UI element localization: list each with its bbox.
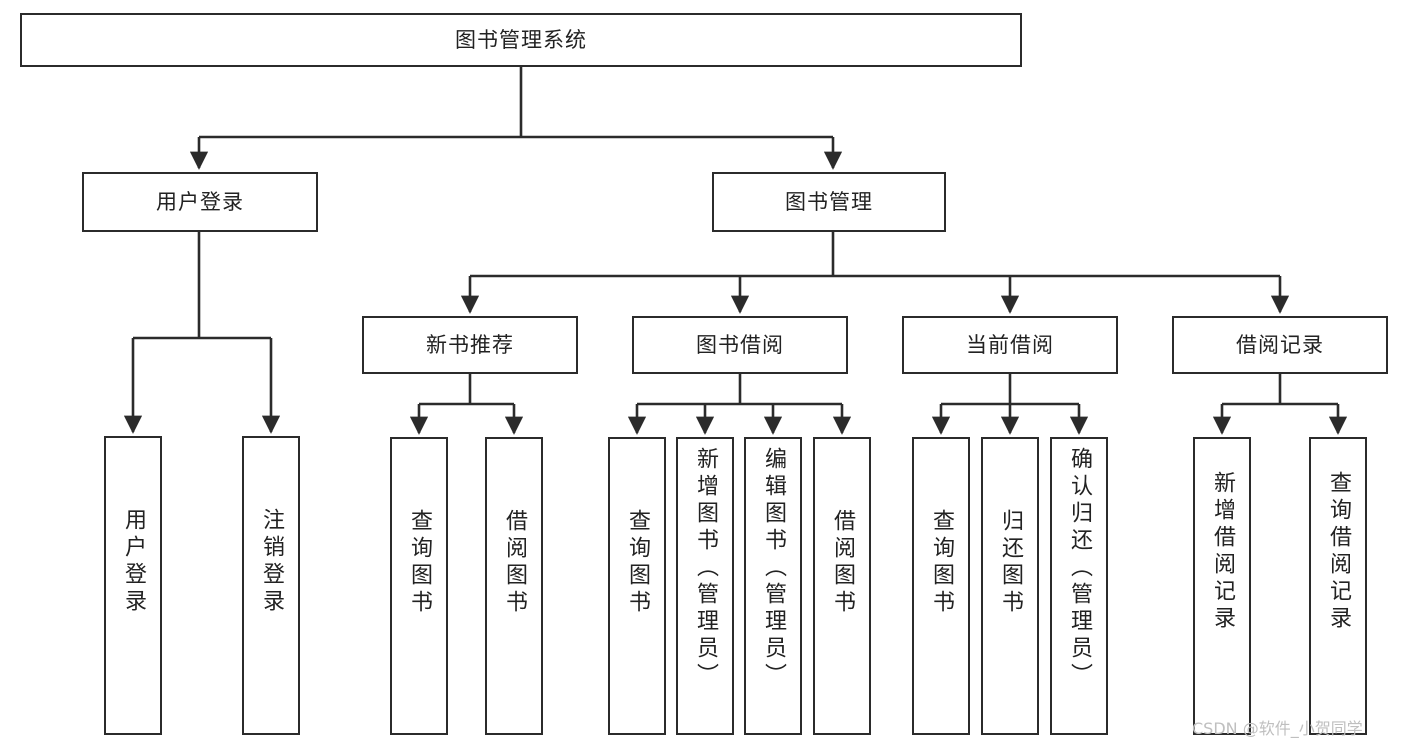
node-leaf-edit-book-label: 编辑图书（管理员）	[760, 447, 786, 690]
node-leaf-add-book-label: 新增图书（管理员）	[692, 447, 718, 690]
node-user-login-label: 用户登录	[156, 189, 244, 214]
node-root-label: 图书管理系统	[455, 27, 587, 52]
node-leaf-user-login-label: 用户登录	[120, 508, 146, 616]
node-leaf-query-book-2[interactable]: 查询图书	[608, 437, 666, 735]
node-borrow-record[interactable]: 借阅记录	[1172, 316, 1388, 374]
node-current-borrow-label: 当前借阅	[966, 332, 1054, 357]
node-root[interactable]: 图书管理系统	[20, 13, 1022, 67]
node-new-book-recommend[interactable]: 新书推荐	[362, 316, 578, 374]
node-leaf-user-login[interactable]: 用户登录	[104, 436, 162, 735]
csdn-watermark: CSDN @软件_小贺同学	[1192, 719, 1363, 738]
node-leaf-borrow-book-1[interactable]: 借阅图书	[485, 437, 543, 735]
node-leaf-confirm-return[interactable]: 确认归还（管理员）	[1050, 437, 1108, 735]
node-leaf-edit-book[interactable]: 编辑图书（管理员）	[744, 437, 802, 735]
node-leaf-add-record-label: 新增借阅记录	[1209, 471, 1235, 633]
node-book-borrow-label: 图书借阅	[696, 332, 784, 357]
node-leaf-borrow-book-2[interactable]: 借阅图书	[813, 437, 871, 735]
node-leaf-query-record[interactable]: 查询借阅记录	[1309, 437, 1367, 735]
node-current-borrow[interactable]: 当前借阅	[902, 316, 1118, 374]
node-leaf-add-record[interactable]: 新增借阅记录	[1193, 437, 1251, 735]
node-leaf-logout[interactable]: 注销登录	[242, 436, 300, 735]
node-leaf-query-book-1[interactable]: 查询图书	[390, 437, 448, 735]
node-book-manage-label: 图书管理	[785, 189, 873, 214]
node-book-borrow[interactable]: 图书借阅	[632, 316, 848, 374]
node-leaf-return-book[interactable]: 归还图书	[981, 437, 1039, 735]
node-leaf-borrow-book-1-label: 借阅图书	[501, 509, 527, 617]
node-book-manage[interactable]: 图书管理	[712, 172, 946, 232]
node-leaf-query-book-3[interactable]: 查询图书	[912, 437, 970, 735]
node-leaf-add-book[interactable]: 新增图书（管理员）	[676, 437, 734, 735]
node-borrow-record-label: 借阅记录	[1236, 332, 1324, 357]
node-leaf-query-book-2-label: 查询图书	[624, 509, 650, 617]
node-leaf-query-book-1-label: 查询图书	[406, 509, 432, 617]
node-leaf-query-book-3-label: 查询图书	[928, 509, 954, 617]
node-leaf-return-book-label: 归还图书	[997, 509, 1023, 617]
node-leaf-borrow-book-2-label: 借阅图书	[829, 509, 855, 617]
node-user-login[interactable]: 用户登录	[82, 172, 318, 232]
node-leaf-query-record-label: 查询借阅记录	[1325, 471, 1351, 633]
node-leaf-logout-label: 注销登录	[258, 508, 284, 616]
node-leaf-confirm-return-label: 确认归还（管理员）	[1066, 447, 1092, 690]
node-new-book-recommend-label: 新书推荐	[426, 332, 514, 357]
